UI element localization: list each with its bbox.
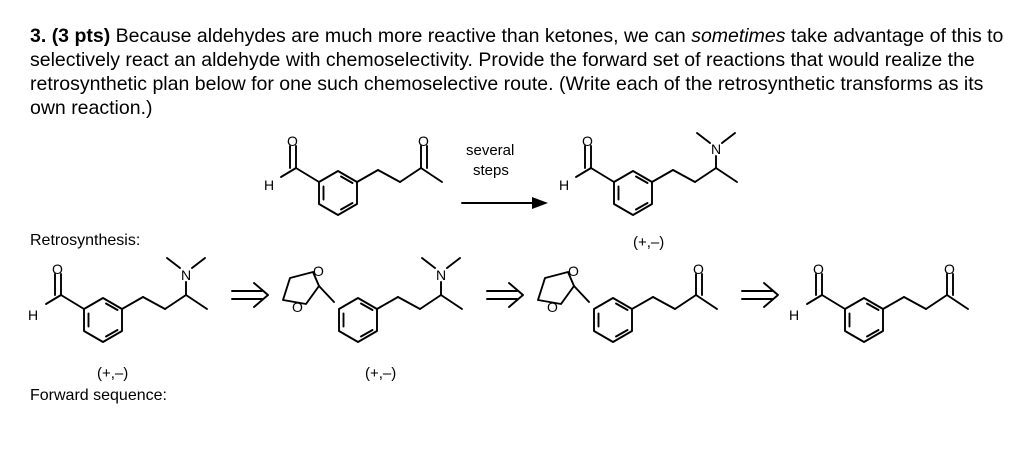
atom-label: H [559,177,569,193]
forward-sequence-label: Forward sequence: [30,387,167,404]
atom-label: N [181,267,191,283]
atom-label: H [28,307,38,323]
top-product-stereo: (+,–) [633,234,664,251]
question-text-a: Because aldehydes are much more reactive… [110,25,692,47]
top-product-amino-aldehyde: O H N [559,132,738,216]
atom-label: H [264,177,274,193]
question-number: 3. [30,25,47,47]
atom-label: O [313,263,324,279]
retro-acetal-amine: O O N [282,257,463,343]
retro-stereo-1: (+,–) [97,365,128,382]
atom-label: O [693,261,704,277]
atom-label: O [52,261,63,277]
retrosynthesis-label: Retrosynthesis: [30,232,141,249]
arrow-label-steps: steps [473,162,509,179]
atom-label: O [813,261,824,277]
question-text-b: take advantage of this to selectively re… [30,25,1004,119]
question-points: (3 pts) [51,25,111,47]
retro-arrow-2 [486,282,524,308]
atom-label: O [944,261,955,277]
top-reactant-keto-aldehyde: O H O [264,133,443,216]
arrow-label-several: several [466,142,514,159]
atom-label: N [711,141,721,157]
atom-label: O [547,299,558,315]
several-steps-arrow [461,197,548,209]
retro-keto-aldehyde: O H O [789,261,969,343]
retro-arrow-1 [231,282,269,308]
atom-label: O [292,299,303,315]
retro-arrow-3 [741,282,779,308]
atom-label: O [582,133,593,149]
atom-label: O [568,263,579,279]
retro-stereo-2: (+,–) [365,365,396,382]
atom-label: O [287,133,298,149]
question-emphasis: sometimes [691,25,786,47]
atom-label: H [789,307,799,323]
retro-target-amino-aldehyde: O H N [28,257,208,343]
atom-label: O [418,133,429,149]
atom-label: N [436,267,446,283]
question-text: 3. (3 pts) Because aldehydes are much mo… [30,24,1005,120]
retro-acetal-ketone: O O O [537,261,718,343]
